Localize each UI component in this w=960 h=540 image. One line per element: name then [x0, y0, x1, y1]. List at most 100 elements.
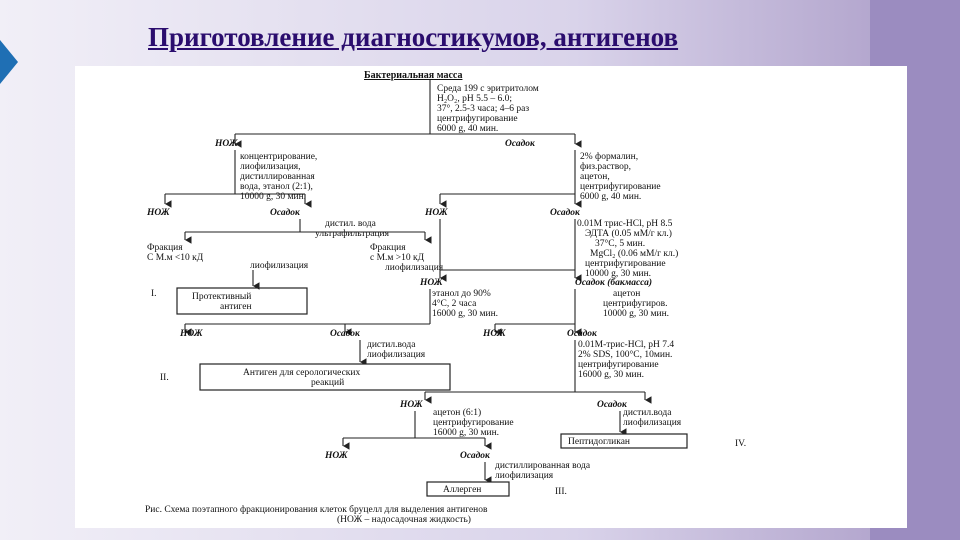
figure-caption: Рис. Схема поэтапного фракционирования к…	[145, 504, 488, 525]
svg-text:Фракция: Фракция	[370, 243, 406, 253]
svg-text:16000 g, 30 мин.: 16000 g, 30 мин.	[433, 428, 499, 438]
svg-text:реакций: реакций	[311, 377, 344, 388]
n4-steps: дистил. вода ультрафильтрация	[315, 219, 390, 239]
n15-label: НОЖ	[324, 451, 348, 461]
svg-text:этанол до 90%: этанол до 90%	[432, 289, 491, 299]
root-steps: Среда 199 с эритритолом H₂O₂, pH 5.5 – 6…	[437, 84, 539, 134]
roman-3: III.	[555, 487, 567, 497]
svg-text:6000 g, 40 мин.: 6000 g, 40 мин.	[580, 192, 641, 202]
n11-label: НОЖ	[482, 329, 506, 339]
fraction-b: Фракция с М.м >10 кД лиофилизация	[370, 243, 444, 273]
svg-text:37°C, 5 мин.: 37°C, 5 мин.	[595, 238, 645, 249]
svg-text:10000 g, 30 мин.: 10000 g, 30 мин.	[585, 269, 651, 279]
svg-text:37°, 2.5-3 часа; 4–6 раз: 37°, 2.5-3 часа; 4–6 раз	[437, 103, 529, 114]
svg-text:вода, этанол (2:1),: вода, этанол (2:1),	[240, 181, 313, 192]
diagram-sheet: Бактериальная масса Среда 199 с эритрито…	[75, 66, 907, 528]
n10-steps: дистил.вода лиофилизация	[367, 340, 426, 360]
n3-label: НОЖ	[146, 208, 170, 218]
svg-text:центрифугирование: центрифугирование	[580, 181, 661, 192]
level5-connectors	[342, 411, 492, 450]
svg-text:центрифугиров.: центрифугиров.	[603, 298, 668, 309]
svg-text:0.01М-трис-HCl, pH 7.4: 0.01М-трис-HCl, pH 7.4	[578, 340, 674, 350]
svg-text:ацетон (6:1): ацетон (6:1)	[433, 407, 481, 418]
root-connectors	[234, 80, 582, 148]
svg-text:дистил.вода: дистил.вода	[367, 340, 416, 350]
svg-text:ацетон,: ацетон,	[580, 172, 610, 182]
box-allergen: Аллерген III.	[426, 481, 567, 497]
svg-text:ультрафильтрация: ультрафильтрация	[315, 228, 390, 239]
svg-text:10000 g, 30 мин.: 10000 g, 30 мин.	[240, 192, 306, 202]
n7-steps: этанол до 90% 4°C, 2 часа 16000 g, 30 ми…	[432, 289, 498, 319]
svg-text:0.01М трис-HCl, pH 8.5: 0.01М трис-HCl, pH 8.5	[577, 219, 673, 229]
svg-text:ЭДТА (0.05 мМ/г кл.): ЭДТА (0.05 мМ/г кл.)	[585, 228, 672, 239]
svg-text:дистил. вода: дистил. вода	[325, 219, 377, 229]
n1-steps: концентрирование, лиофилизация, дистилли…	[240, 152, 317, 202]
svg-text:лиофилизация: лиофилизация	[495, 470, 554, 481]
svg-text:2% формалин,: 2% формалин,	[580, 151, 638, 162]
n10-label: Осадок	[330, 328, 361, 339]
lyo-a: лиофилизация	[250, 260, 309, 271]
fraction-a: Фракция С М.м <10 кД лиофилизация	[147, 243, 309, 271]
box-peptidoglycan: Пептидогликан IV.	[560, 433, 746, 449]
n16-label: Осадок	[460, 450, 491, 461]
svg-text:10000 g, 30 мин.: 10000 g, 30 мин.	[603, 309, 669, 319]
svg-text:ацетон: ацетон	[613, 289, 640, 299]
svg-text:с М.м >10 кД: с М.м >10 кД	[370, 253, 425, 263]
svg-text:центрифугирование: центрифугирование	[437, 113, 518, 124]
svg-text:16000 g, 30 мин.: 16000 g, 30 мин.	[432, 309, 498, 319]
level1-connectors	[164, 150, 582, 208]
n5-label: НОЖ	[424, 208, 448, 218]
svg-text:Антиген для серологических: Антиген для серологических	[243, 368, 360, 378]
svg-text:лиофилизация,: лиофилизация,	[240, 161, 301, 172]
svg-text:С М.м <10 кД: С М.м <10 кД	[147, 253, 204, 263]
fractionation-diagram: Бактериальная масса Среда 199 с эритрито…	[145, 70, 746, 525]
lyo-b: лиофилизация	[385, 262, 444, 273]
box-serology-antigen: II. Антиген для серологических реакций	[160, 363, 451, 391]
left-triangle-decor	[0, 40, 18, 84]
roman-4: IV.	[735, 439, 746, 449]
n7-label: НОЖ	[419, 278, 443, 288]
n9-label: НОЖ	[179, 329, 203, 339]
svg-text:антиген: антиген	[220, 302, 252, 312]
level2-connectors	[184, 219, 582, 282]
svg-text:физ.раствор,: физ.раствор,	[580, 161, 631, 172]
n4-label: Осадок	[270, 207, 301, 218]
n14-steps: дистил.вода лиофилизация	[623, 408, 682, 428]
n12-label: Осадок	[567, 328, 598, 339]
n13-steps: ацетон (6:1) центрифугирование 16000 g, …	[433, 407, 514, 438]
box-protective-antigen: I. Протективный антиген	[151, 287, 308, 315]
roman-2: II.	[160, 373, 169, 383]
svg-text:дистиллированная: дистиллированная	[240, 172, 315, 182]
n6-steps: 0.01М трис-HCl, pH 8.5 ЭДТА (0.05 мМ/г к…	[577, 219, 678, 279]
n2-steps: 2% формалин, физ.раствор, ацетон, центри…	[580, 151, 661, 202]
svg-text:Среда 199 с эритритолом: Среда 199 с эритритолом	[437, 84, 539, 94]
svg-text:центрифугирование: центрифугирование	[578, 359, 659, 370]
n13-label: НОЖ	[399, 400, 423, 410]
svg-text:MgCl₂ (0.06 мМ/г кл.): MgCl₂ (0.06 мМ/г кл.)	[590, 248, 678, 259]
svg-text:лиофилизация: лиофилизация	[623, 417, 682, 428]
svg-text:(НОЖ – надосадочная жидкость): (НОЖ – надосадочная жидкость)	[337, 514, 471, 525]
svg-text:центрифугирование: центрифугирование	[433, 417, 514, 428]
svg-text:H₂O₂, pH 5.5 – 6.0;: H₂O₂, pH 5.5 – 6.0;	[437, 94, 512, 104]
svg-text:4°C, 2 часа: 4°C, 2 часа	[432, 298, 477, 309]
n16-steps: дистиллированная вода лиофилизация	[495, 461, 591, 481]
svg-text:Протективный: Протективный	[192, 291, 251, 302]
svg-text:Аллерген: Аллерген	[443, 485, 481, 495]
n12-steps: 0.01М-трис-HCl, pH 7.4 2% SDS, 100°C, 10…	[578, 340, 674, 380]
n6-label: Осадок	[550, 207, 581, 218]
n2-label: Осадок	[505, 138, 536, 149]
slide-title: Приготовление диагностикумов, антигенов	[148, 22, 679, 52]
root-label: Бактериальная масса	[364, 70, 462, 81]
svg-text:Рис. Схема поэтапного фракцион: Рис. Схема поэтапного фракционирования к…	[145, 504, 488, 515]
svg-text:дистиллированная вода: дистиллированная вода	[495, 461, 591, 471]
svg-text:дистил.вода: дистил.вода	[623, 408, 672, 418]
svg-text:2% SDS, 100°C, 10мин.: 2% SDS, 100°C, 10мин.	[578, 349, 672, 360]
n8-label: Осадок (бакмасса)	[575, 277, 652, 288]
svg-text:Пептидогликан: Пептидогликан	[568, 437, 630, 447]
svg-text:концентрирование,: концентрирование,	[240, 152, 317, 162]
svg-text:6000 g, 40 мин.: 6000 g, 40 мин.	[437, 124, 498, 134]
n1-label: НОЖ	[214, 139, 238, 149]
n8-steps: ацетон центрифугиров. 10000 g, 30 мин.	[603, 289, 669, 319]
level3-connectors	[184, 289, 582, 336]
svg-text:центрифугирование: центрифугирование	[585, 258, 666, 269]
